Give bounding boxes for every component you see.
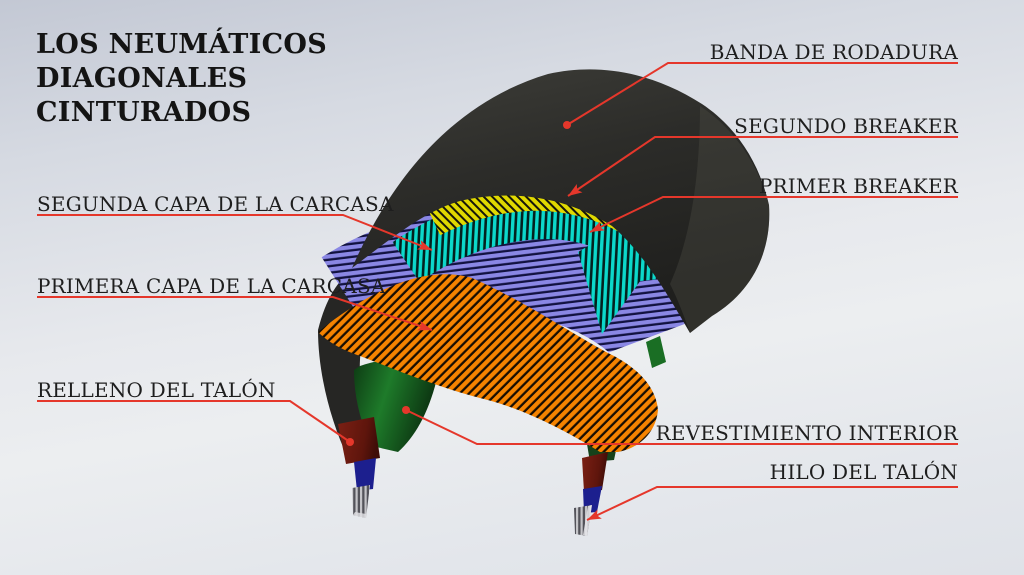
bead-filler-right [582, 452, 608, 492]
leader-hilo-talon [586, 486, 958, 521]
label-revestimiento-interior: REVESTIMIENTO INTERIOR [655, 421, 958, 445]
label-segunda-capa-carcasa: SEGUNDA CAPA DE LA CARCASA [37, 192, 394, 216]
first-carcass-ply-layer [318, 274, 658, 452]
tire-model [318, 69, 770, 536]
leader-segundo-breaker [567, 136, 958, 197]
left-bead-assembly [338, 417, 380, 518]
bead-wire-left-tip [353, 512, 366, 518]
leader-dot-relleno [346, 438, 354, 446]
first-breaker-step [578, 226, 654, 334]
leader-arrow-primer [590, 221, 605, 232]
leader-segunda-capa [37, 214, 433, 251]
label-relleno-del-talon: RELLENO DEL TALÓN [37, 378, 276, 402]
label-hilo-del-talon: HILO DEL TALÓN [769, 460, 958, 484]
label-primera-capa-carcasa: PRIMERA CAPA DE LA CARCASA [37, 274, 386, 298]
label-banda-de-rodadura: BANDA DE RODADURA [709, 40, 958, 64]
leader-primer-breaker [589, 196, 958, 233]
leader-arrow-hilo [587, 509, 602, 520]
leader-relleno-talon [37, 400, 351, 443]
second-carcass-ply-layer [321, 206, 708, 356]
page-title: LOS NEUMÁTICOS DIAGONALES CINTURADOS [36, 29, 327, 128]
leader-lines [37, 62, 958, 521]
leader-arrow-segunda [417, 240, 432, 250]
leader-banda-de-rodadura [566, 62, 958, 126]
leader-arrow-primera [417, 320, 432, 331]
leader-arrow-segundo [568, 184, 583, 196]
tread-layer [352, 69, 770, 334]
label-primer-breaker: PRIMER BREAKER [758, 174, 958, 198]
bead-core-left [354, 458, 376, 491]
inner-liner-sliver [646, 336, 666, 368]
leader-primera-capa [37, 296, 433, 331]
leader-revestimiento [405, 409, 958, 445]
bead-filler-left [338, 417, 380, 464]
leader-dot-revestimiento [402, 406, 410, 414]
bead-wire-left [352, 485, 370, 518]
right-bead-assembly [574, 452, 608, 536]
leader-dot-banda [563, 121, 571, 129]
tread-side-facet [670, 106, 770, 333]
label-segundo-breaker: SEGUNDO BREAKER [734, 114, 958, 138]
